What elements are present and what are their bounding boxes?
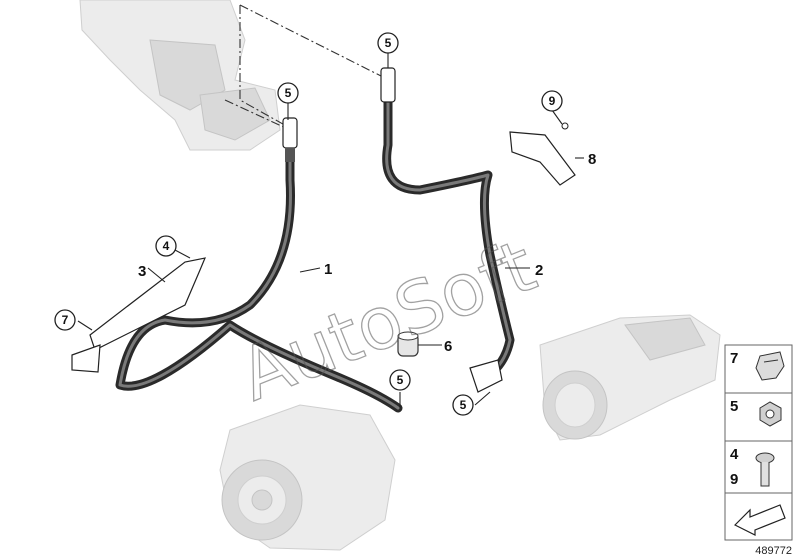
svg-text:1: 1 bbox=[324, 261, 332, 278]
cable-2 bbox=[380, 67, 515, 393]
label-6: 6 bbox=[444, 338, 452, 355]
connection-lines bbox=[224, 4, 386, 131]
svg-text:6: 6 bbox=[444, 338, 452, 355]
legend-row3-number-b: 9 bbox=[730, 471, 738, 488]
alternator-ghost bbox=[219, 404, 396, 551]
label-3: 3 bbox=[138, 263, 146, 280]
starter-ghost bbox=[539, 314, 721, 441]
callout-7: 7 bbox=[54, 309, 76, 331]
clip-icon bbox=[755, 351, 785, 381]
bracket-3 bbox=[71, 257, 206, 373]
bolt-icon bbox=[755, 452, 775, 487]
nut-icon bbox=[759, 401, 782, 427]
svg-text:5: 5 bbox=[460, 398, 467, 412]
label-1: 1 bbox=[324, 261, 332, 278]
svg-text:5: 5 bbox=[285, 86, 292, 100]
watermark: AutoSoft bbox=[228, 223, 547, 418]
cable-1 bbox=[115, 117, 403, 413]
legend-row3-number-a: 4 bbox=[730, 446, 739, 463]
watermark-text: AutoSoft bbox=[228, 223, 546, 417]
callout-5-top-right: 5 bbox=[377, 32, 399, 54]
legend-row1-number: 7 bbox=[730, 350, 738, 367]
clip-8 bbox=[509, 122, 576, 186]
callout-9: 9 bbox=[541, 90, 563, 112]
svg-text:7: 7 bbox=[62, 313, 69, 327]
callout-5-starter: 5 bbox=[452, 394, 474, 416]
svg-text:4: 4 bbox=[163, 239, 170, 253]
callout-4: 4 bbox=[155, 235, 177, 257]
direction-arrow-icon bbox=[733, 504, 786, 536]
leaders bbox=[77, 52, 584, 408]
svg-text:2: 2 bbox=[535, 262, 543, 279]
callout-5-top-left: 5 bbox=[277, 82, 299, 104]
svg-text:5: 5 bbox=[397, 373, 404, 387]
body-structure-ghost bbox=[79, 0, 281, 151]
callout-5-alternator: 5 bbox=[389, 369, 411, 391]
document-number: 489772 bbox=[755, 545, 792, 557]
legend-panel: 7 5 4 9 bbox=[724, 344, 793, 541]
svg-text:3: 3 bbox=[138, 263, 146, 280]
label-8: 8 bbox=[588, 151, 596, 168]
label-2: 2 bbox=[535, 262, 543, 279]
svg-text:9: 9 bbox=[549, 94, 556, 108]
svg-text:8: 8 bbox=[588, 151, 596, 168]
svg-text:5: 5 bbox=[385, 36, 392, 50]
legend-row2-number: 5 bbox=[730, 398, 738, 415]
